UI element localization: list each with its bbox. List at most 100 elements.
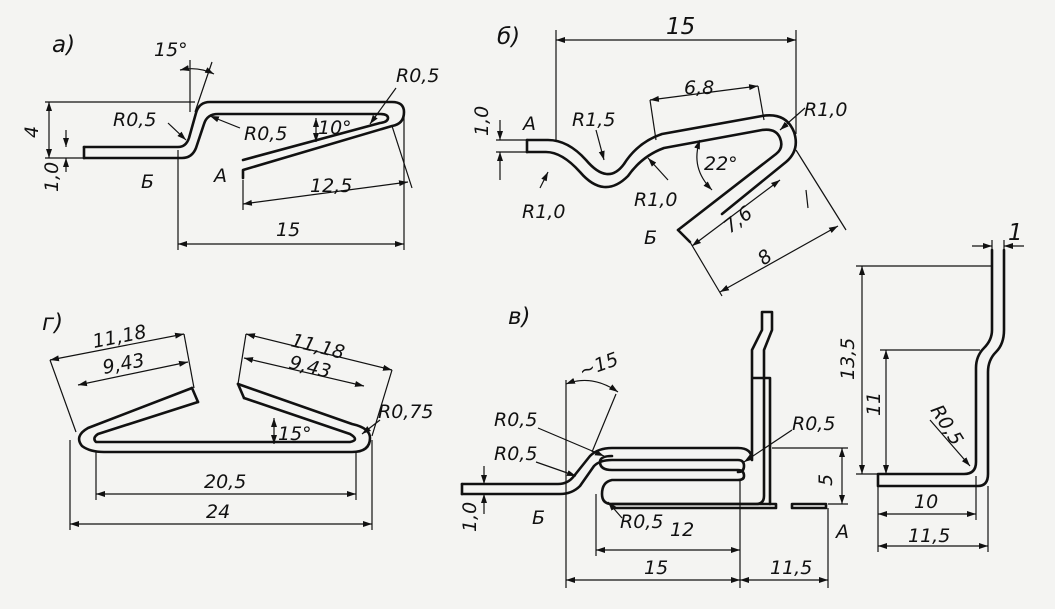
figure-side-height-inner: 11 bbox=[863, 392, 885, 416]
figure-v-thickness: 1,0 bbox=[459, 502, 481, 532]
figure-g-ext-left-top bbox=[183, 333, 195, 389]
figure-g-radius: R0,75 bbox=[378, 401, 434, 423]
figure-g-letter: г) bbox=[42, 310, 63, 336]
figure-v-len-11-5: 11,5 bbox=[770, 557, 812, 579]
figure-g-dim-right-inner bbox=[243, 357, 365, 387]
figure-v-len-12: 12 bbox=[670, 519, 694, 541]
figure-b-r-bottom-mid: R1,0 bbox=[634, 189, 677, 211]
figure-v-r-bottom-leader bbox=[607, 501, 623, 519]
figure-g-len-total: 24 bbox=[206, 501, 230, 523]
figure-a-r-mid-leader bbox=[209, 115, 241, 129]
figure-side-thickness: 1 bbox=[1008, 220, 1023, 246]
figure-v-r-right: R0,5 bbox=[792, 413, 835, 435]
figure-a: а) 15° R0,5 R0,5 R0,5 10° 4 1,0 Б А 12,5 bbox=[21, 32, 439, 250]
figure-b-r-top: R1,5 bbox=[572, 109, 615, 131]
figure-a-r-left-leader bbox=[167, 122, 187, 141]
figure-b-ext-7-6 bbox=[805, 189, 809, 209]
figure-a-part bbox=[82, 100, 406, 180]
figure-side-radius-leader bbox=[929, 419, 971, 467]
figure-side-height-total: 13,5 bbox=[837, 338, 859, 380]
figure-v-base-plate bbox=[610, 502, 778, 510]
figure-g-dim-right-outer bbox=[245, 333, 393, 371]
figure-a-label-b: Б bbox=[141, 171, 154, 193]
figure-b-ext-8-left bbox=[689, 241, 723, 297]
figure-b-r-right-leader bbox=[779, 107, 806, 131]
figure-g-ext-right-outer bbox=[371, 369, 393, 437]
figure-g: г) 11,18 9,43 11,18 9,43 15° R0,75 20,5 … bbox=[42, 310, 434, 530]
figure-a-height: 4 bbox=[21, 126, 43, 138]
figure-b-thickness: 1,0 bbox=[471, 106, 493, 136]
figure-v-len-15: 15 bbox=[644, 557, 668, 579]
figure-b-r-bottom-left: R1,0 bbox=[522, 201, 565, 223]
figure-v-angle-arc bbox=[565, 377, 619, 393]
figure-g-left-inner: 9,43 bbox=[101, 349, 147, 379]
figure-a-len-inner: 12,5 bbox=[310, 175, 352, 197]
figure-b-len-upper: 6,8 bbox=[684, 77, 714, 99]
figure-v-angle: ~15 bbox=[576, 348, 621, 382]
figure-side-width-inner: 10 bbox=[914, 491, 938, 513]
figure-b-dim-7-6 bbox=[691, 179, 781, 247]
figure-g-ext-left-outer bbox=[49, 359, 77, 433]
figure-g-left-outer: 11,18 bbox=[91, 321, 149, 353]
figure-g-len-inner: 20,5 bbox=[204, 471, 246, 493]
figure-v-base-plate-right bbox=[790, 502, 828, 510]
figure-a-len-total: 15 bbox=[276, 219, 300, 241]
figure-a-label-a: А bbox=[212, 165, 227, 187]
figure-b-letter: б) bbox=[497, 24, 520, 50]
figure-b-r-right: R1,0 bbox=[804, 99, 847, 121]
figure-b-ext-6-8-left bbox=[649, 99, 657, 141]
figure-a-r-mid: R0,5 bbox=[244, 123, 287, 145]
figure-b-len-outer: 8 bbox=[754, 245, 777, 270]
figure-g-part bbox=[77, 382, 372, 454]
figure-v-r-mid-left: R0,5 bbox=[494, 443, 537, 465]
figure-v-height-5: 5 bbox=[815, 474, 837, 486]
figure-a-angle-mid: 10° bbox=[318, 117, 352, 139]
figure-b-r-bl-leader bbox=[539, 171, 549, 189]
figure-v-r-right-leader bbox=[743, 429, 793, 463]
figure-v-angle-line bbox=[591, 393, 617, 453]
figure-b-label-a: А bbox=[521, 113, 536, 135]
figure-g-angle: 15° bbox=[278, 423, 312, 445]
figure-b-angle: 22° bbox=[704, 153, 738, 175]
figure-b-r-bm-leader bbox=[647, 157, 669, 181]
figure-v: в) ~15 R0,5 R0,5 R0,5 R0,5 12 1,0 Б А 15 bbox=[459, 304, 849, 588]
figure-a-angle-top: 15° bbox=[154, 39, 188, 61]
figure-b-ext-6-8-right bbox=[757, 85, 765, 121]
figure-g-edge-left bbox=[190, 386, 200, 404]
figure-a-dim-12-5 bbox=[242, 180, 409, 206]
figure-b-dim-8 bbox=[719, 225, 839, 293]
figure-v-letter: в) bbox=[508, 304, 531, 330]
figure-g-edge-right bbox=[236, 382, 246, 400]
figure-v-label-b: Б bbox=[532, 507, 545, 529]
figure-b: б) 15 1,0 А R1,5 R1,0 R1,0 R1,0 6,8 22° … bbox=[471, 14, 847, 297]
figure-a-r-right: R0,5 bbox=[396, 65, 439, 87]
figure-g-dim-left-outer bbox=[49, 332, 185, 362]
figure-g-ext-right-top bbox=[237, 333, 247, 385]
figure-b-edge-end bbox=[676, 228, 692, 244]
figure-v-label-a: А bbox=[834, 521, 849, 543]
figure-b-len-top: 15 bbox=[666, 14, 695, 40]
figure-side: 1 13,5 11 R0,5 10 11,5 bbox=[837, 220, 1024, 552]
figure-b-part bbox=[525, 114, 798, 232]
figure-g-radius-leader bbox=[361, 419, 381, 435]
figure-v-r-mid-leader bbox=[535, 461, 577, 477]
figure-side-part bbox=[876, 248, 1006, 488]
figure-b-dim-6-8 bbox=[649, 84, 759, 102]
figure-b-label-b: Б bbox=[644, 227, 657, 249]
figure-v-r-top-leader bbox=[537, 427, 605, 457]
figure-v-part bbox=[460, 310, 774, 506]
figure-a-letter: а) bbox=[52, 32, 75, 58]
figure-g-dim-left-inner bbox=[77, 360, 189, 387]
figure-b-ext-8-right bbox=[795, 149, 847, 231]
figure-v-r-bottom: R0,5 bbox=[620, 511, 663, 533]
figure-b-r-top-leader bbox=[595, 129, 605, 161]
figure-side-width-total: 11,5 bbox=[908, 525, 950, 547]
figure-v-r-top-left: R0,5 bbox=[494, 409, 537, 431]
figure-a-thickness: 1,0 bbox=[41, 162, 63, 192]
figure-b-len-inner: 7,6 bbox=[720, 202, 757, 238]
figure-a-angle-arc bbox=[179, 65, 215, 75]
figure-side-radius: R0,5 bbox=[926, 401, 968, 449]
figure-a-ext-12-5-right bbox=[391, 125, 413, 189]
figure-a-r-left: R0,5 bbox=[113, 109, 156, 131]
